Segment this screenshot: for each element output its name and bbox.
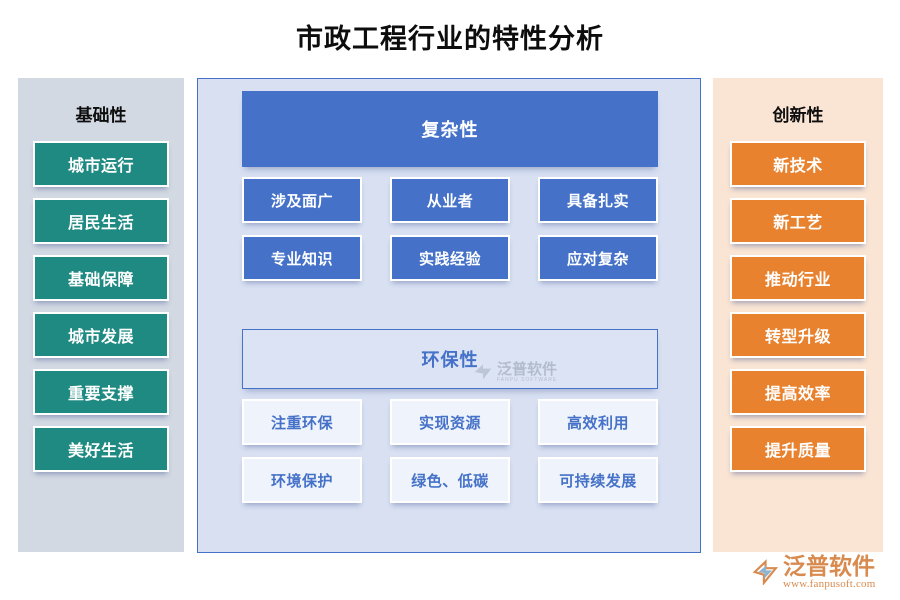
complexity-cell-2[interactable]: 具备扎实 [538,177,658,223]
left-item-0[interactable]: 城市运行 [33,141,169,187]
environmental-cell-2[interactable]: 高效利用 [538,399,658,445]
right-item-3[interactable]: 转型升级 [730,312,866,358]
center-group-complexity-banner[interactable]: 复杂性 [242,91,658,167]
left-item-4[interactable]: 重要支撑 [33,369,169,415]
center-group-complexity-cells: 涉及面广 从业者 具备扎实 专业知识 实践经验 应对复杂 [242,177,658,281]
environmental-cell-0[interactable]: 注重环保 [242,399,362,445]
center-panel: 复杂性 涉及面广 从业者 具备扎实 专业知识 实践经验 应对复杂 环保性 注重环… [197,78,701,553]
right-item-0[interactable]: 新技术 [730,141,866,187]
page-title: 市政工程行业的特性分析 [296,24,604,54]
environmental-cell-4[interactable]: 绿色、低碳 [390,457,510,503]
left-item-3[interactable]: 城市发展 [33,312,169,358]
left-panel-item-list: 城市运行 居民生活 基础保障 城市发展 重要支撑 美好生活 [18,141,184,472]
center-group-complexity: 复杂性 涉及面广 从业者 具备扎实 专业知识 实践经验 应对复杂 [198,91,702,281]
right-item-4[interactable]: 提高效率 [730,369,866,415]
center-group-environmental: 环保性 注重环保 实现资源 高效利用 环境保护 绿色、低碳 可持续发展 [198,329,702,503]
right-panel-heading: 创新性 [772,106,824,125]
complexity-cell-1[interactable]: 从业者 [390,177,510,223]
complexity-cell-5[interactable]: 应对复杂 [538,235,658,281]
right-item-1[interactable]: 新工艺 [730,198,866,244]
complexity-cell-3[interactable]: 专业知识 [242,235,362,281]
complexity-cell-0[interactable]: 涉及面广 [242,177,362,223]
brand-url: www.fanpusoft.com [783,577,876,590]
left-item-2[interactable]: 基础保障 [33,255,169,301]
right-item-5[interactable]: 提升质量 [730,426,866,472]
brand-logo: 泛普软件 www.fanpusoft.com [752,550,900,594]
environmental-cell-1[interactable]: 实现资源 [390,399,510,445]
center-group-environmental-cells: 注重环保 实现资源 高效利用 环境保护 绿色、低碳 可持续发展 [242,399,658,503]
environmental-cell-3[interactable]: 环境保护 [242,457,362,503]
right-panel-item-list: 新技术 新工艺 推动行业 转型升级 提高效率 提升质量 [713,141,883,472]
left-item-1[interactable]: 居民生活 [33,198,169,244]
environmental-cell-5[interactable]: 可持续发展 [538,457,658,503]
center-group-environmental-banner[interactable]: 环保性 [242,329,658,389]
right-panel-innovative: 创新性 新技术 新工艺 推动行业 转型升级 提高效率 提升质量 [713,78,883,552]
left-panel-foundational: 基础性 城市运行 居民生活 基础保障 城市发展 重要支撑 美好生活 [18,78,184,552]
left-item-5[interactable]: 美好生活 [33,426,169,472]
right-item-2[interactable]: 推动行业 [730,255,866,301]
brand-name: 泛普软件 [783,552,875,579]
left-panel-heading: 基础性 [75,106,127,125]
fanpu-logo-icon [752,559,778,585]
complexity-cell-4[interactable]: 实践经验 [390,235,510,281]
